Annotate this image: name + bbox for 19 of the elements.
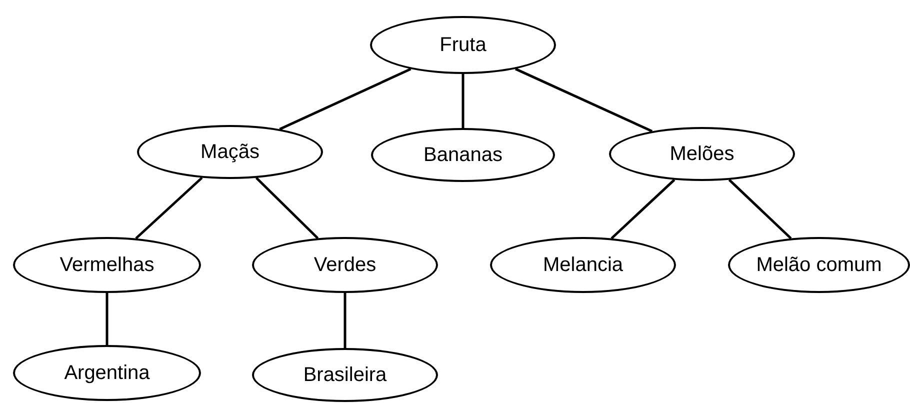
connector-line <box>728 178 792 240</box>
node-label: Melões <box>670 142 734 166</box>
node-label: Brasileira <box>303 364 387 386</box>
node-label: Fruta <box>440 34 486 56</box>
connector-line <box>344 293 346 348</box>
connector-line <box>106 293 108 345</box>
connector-line <box>135 176 203 240</box>
node-label: Vermelhas <box>60 254 154 276</box>
connector-line <box>255 177 319 240</box>
connector-line <box>610 178 676 240</box>
node-label: Bananas <box>424 144 502 166</box>
connector-line <box>462 74 464 128</box>
node-label: Maçãs <box>200 140 260 164</box>
node-label: Melancia <box>542 254 624 276</box>
connector-line <box>279 68 412 130</box>
node-label: Verdes <box>314 254 376 276</box>
connector-line <box>514 68 653 132</box>
node-label: Argentina <box>64 362 150 384</box>
node-label: Melão comum <box>756 254 882 276</box>
